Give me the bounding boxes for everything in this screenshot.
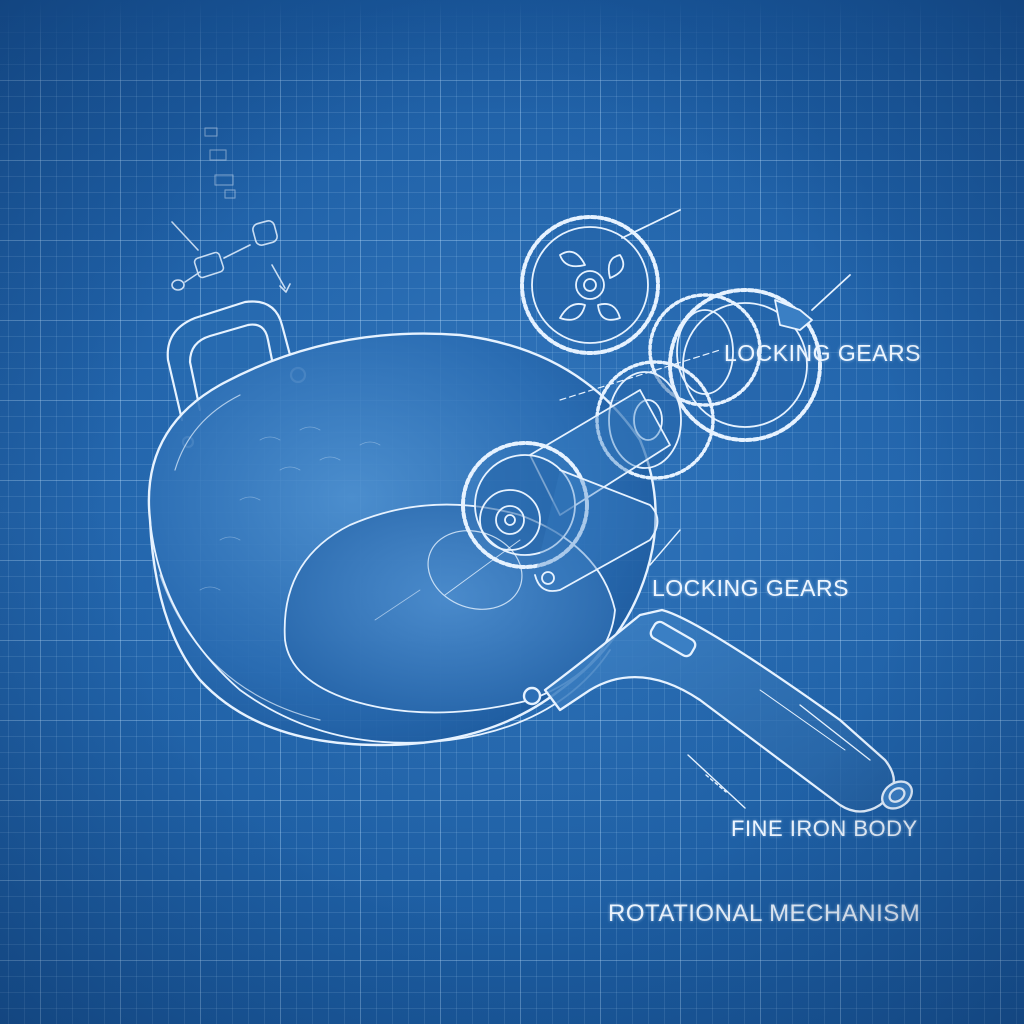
label-locking-gears-top: LOCKING GEARS bbox=[724, 340, 921, 366]
wok-body bbox=[147, 332, 657, 747]
label-fine-iron-body: FINE IRON BODY bbox=[731, 816, 918, 841]
small-parts bbox=[171, 127, 291, 293]
long-handle bbox=[543, 608, 913, 813]
gear-icon bbox=[427, 209, 851, 610]
leader-lines bbox=[374, 529, 746, 809]
label-rotational-mechanism: ROTATIONAL MECHANISM bbox=[608, 900, 921, 927]
label-locking-gears: LOCKING GEARS bbox=[652, 575, 849, 601]
